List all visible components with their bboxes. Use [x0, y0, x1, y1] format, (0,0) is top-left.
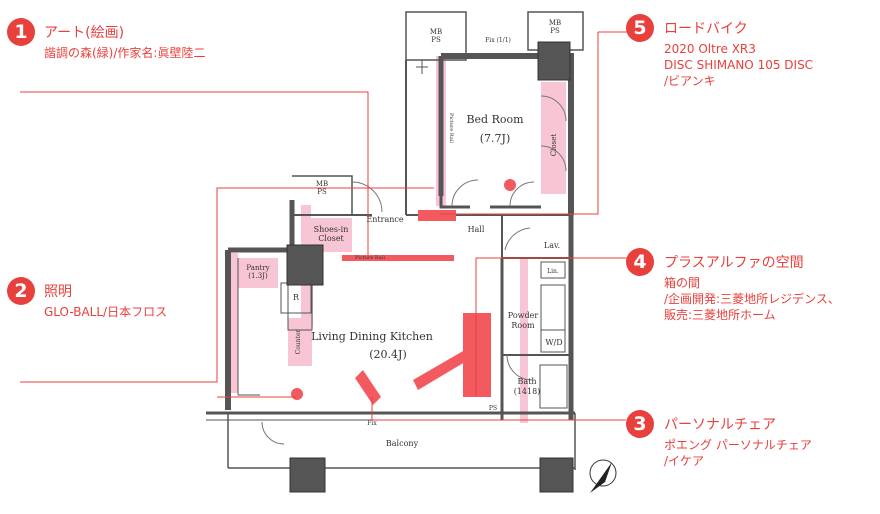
leader-lines: [20, 31, 628, 421]
annotation-3-title: パーソナルチェア: [664, 417, 776, 433]
annotation-1-line: 諧調の森(緑)/作家名:眞壁陸二: [44, 46, 206, 60]
annotation-4-title: プラスアルファの空間: [664, 255, 804, 271]
annotation-4-line: /企画開発:三菱地所レジデンス、: [664, 292, 840, 306]
living-label: Living Dining Kitchen: [311, 330, 433, 343]
hall-label: Hall: [468, 225, 485, 234]
pink-zones: [230, 56, 566, 423]
annotation-1-title: アート(絵画): [44, 25, 125, 41]
annotation-5-badge: 5: [626, 14, 654, 42]
pantry-label: Pantry(1.3J): [246, 264, 269, 280]
picture-rail-vertical: Picture Rail: [448, 113, 454, 143]
counter-label: Counter: [295, 329, 302, 354]
fix-top-label: Fix (1/1): [485, 37, 511, 44]
entrance-label: Entrance: [366, 215, 403, 224]
annotation-2-badge: 2: [7, 277, 35, 305]
annotation-3-badge: 3: [626, 410, 654, 438]
living-size: (20.4J): [369, 348, 407, 361]
lav-label: Lav.: [544, 241, 560, 250]
compass-icon: [589, 459, 617, 493]
annotation-5-line: /ビアンキ: [664, 74, 716, 88]
annotation-5-details: 2020 Oltre XR3 DISC SHIMANO 105 DISC /ビア…: [664, 41, 813, 89]
annotation-5-title: ロードバイク: [664, 21, 748, 37]
bed-room-size: (7.7J): [480, 132, 511, 145]
annotation-4-line: 箱の間: [664, 276, 701, 290]
annotation-2-details: GLO-BALL/日本フロス: [44, 304, 167, 320]
annotation-4-line: 販売:三菱地所ホーム: [664, 308, 776, 322]
annotation-5-line: DISC SHIMANO 105 DISC: [664, 58, 814, 72]
annotation-3-details: ポエング パーソナルチェア /イケア: [664, 437, 812, 469]
annotation-3-line: /イケア: [664, 454, 705, 468]
lin-label: Lin.: [547, 268, 559, 275]
annotation-4-details: 箱の間 /企画開発:三菱地所レジデンス、 販売:三菱地所ホーム: [664, 275, 840, 323]
picture-rail-horizontal: Picture Rail: [355, 255, 385, 261]
columns: [286, 41, 574, 493]
door-swings: [261, 95, 567, 445]
ps-label: PS: [489, 405, 497, 412]
bath-label: Bath(1418): [514, 377, 541, 396]
wd-label: W/D: [545, 338, 562, 347]
annotation-1-details: 諧調の森(緑)/作家名:眞壁陸二: [44, 45, 205, 61]
annotation-4-badge: 4: [626, 248, 654, 276]
annotation-2-title: 照明: [44, 284, 72, 300]
annotation-5-line: 2020 Oltre XR3: [664, 42, 756, 56]
bed-room-label: Bed Room: [466, 113, 524, 126]
r-label: R: [293, 293, 300, 302]
annotation-2-line: GLO-BALL/日本フロス: [44, 305, 168, 319]
closet-label: Closet: [550, 134, 558, 157]
balcony-label: Balcony: [386, 439, 419, 448]
annotation-3-line: ポエング パーソナルチェア: [664, 438, 812, 452]
annotation-1-badge: 1: [7, 18, 35, 46]
fix-label: Fix: [367, 420, 377, 427]
furniture-marks: [291, 179, 516, 405]
